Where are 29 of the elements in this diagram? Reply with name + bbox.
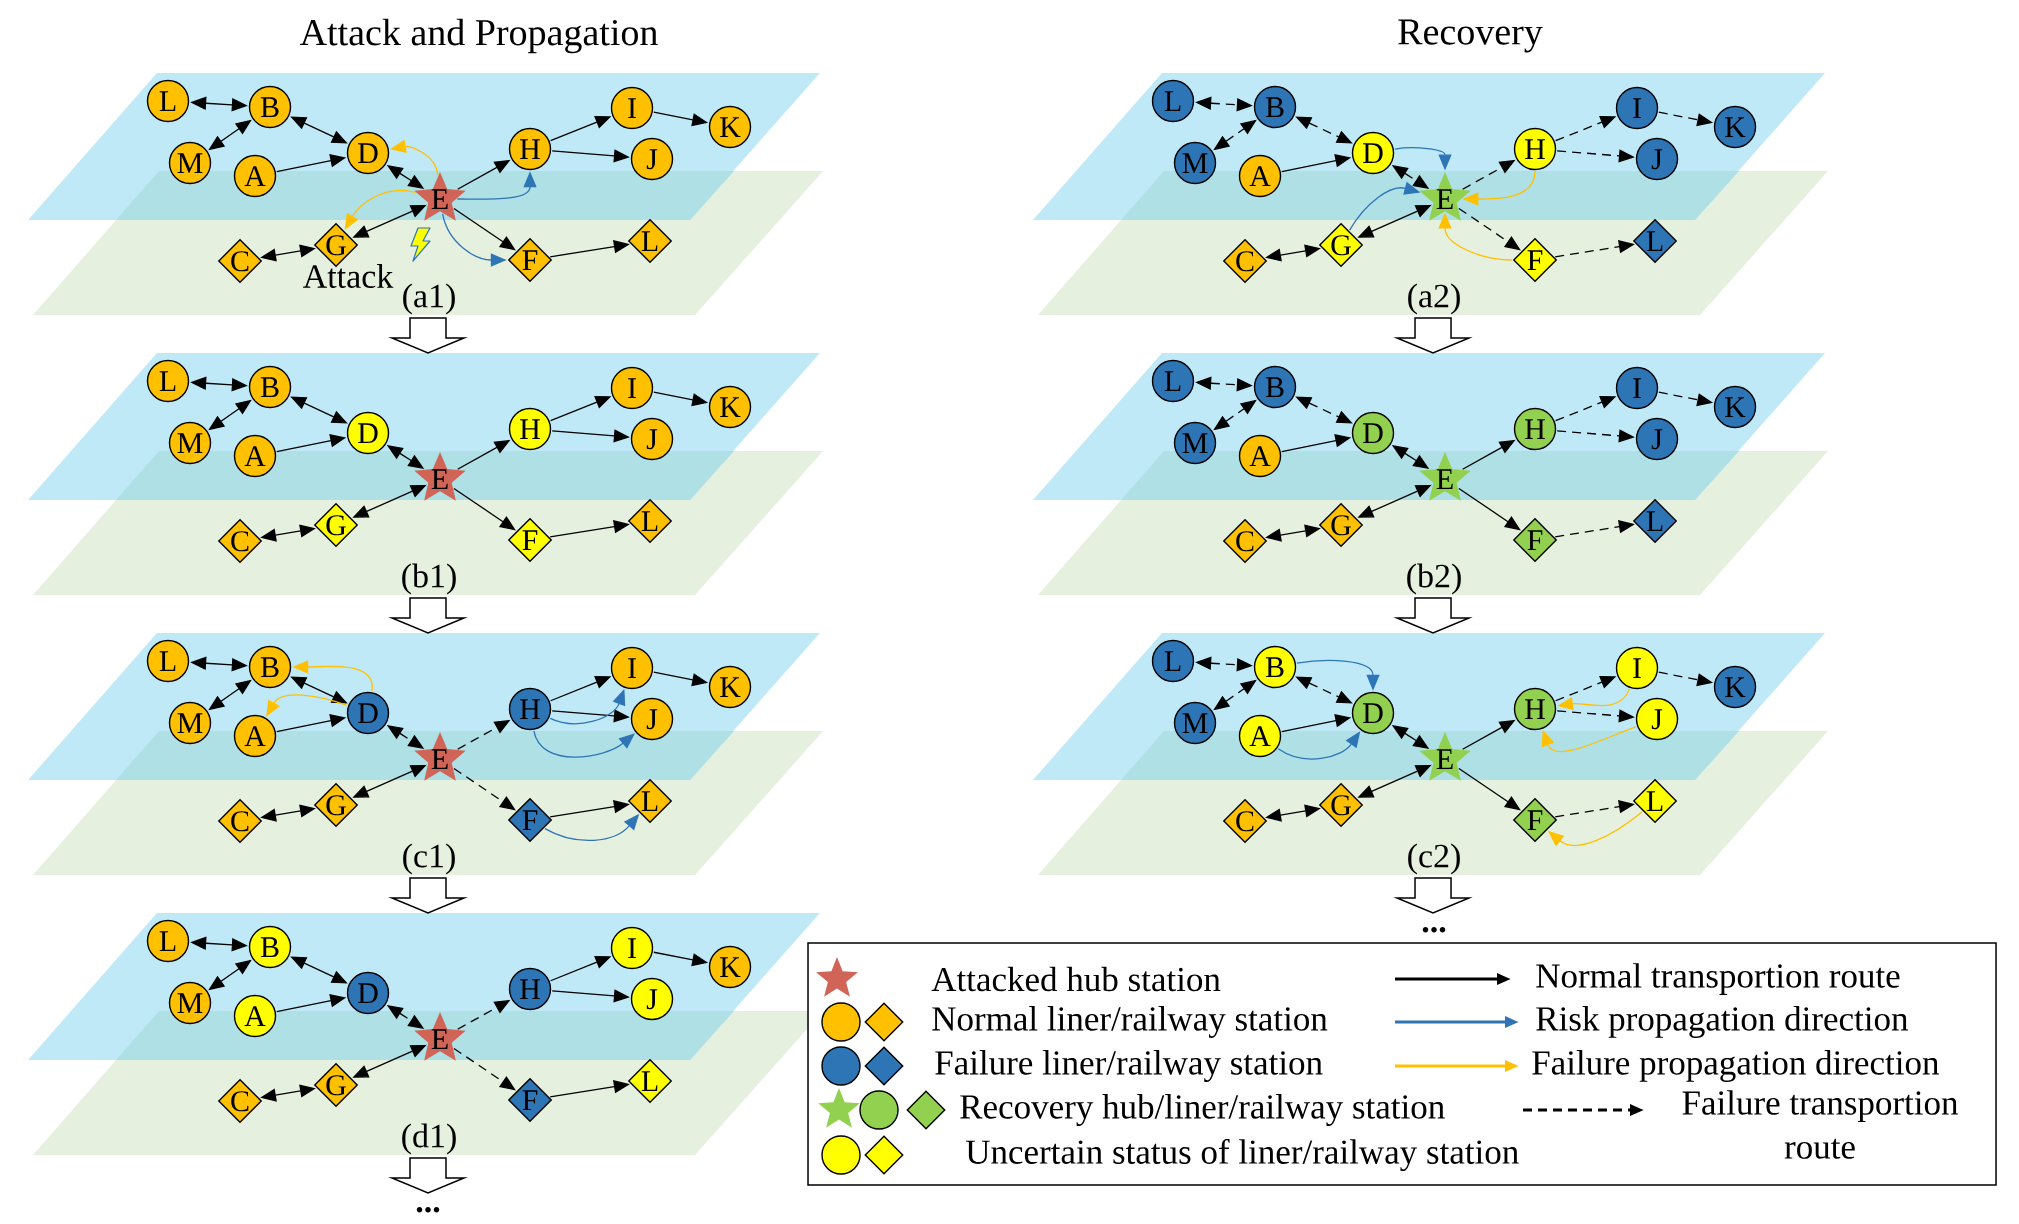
ellipsis: ... [416, 1207, 440, 1213]
panel-label: (a1) [403, 283, 455, 315]
panel-label: (d1) [402, 1123, 456, 1155]
dashed-arrow [1458, 207, 1521, 251]
legend-text: Failure liner/railway station [935, 1050, 1323, 1082]
panel-label: (b1) [402, 563, 456, 595]
panel-label: (c1) [403, 843, 455, 875]
panel-label: (a2) [1408, 283, 1460, 315]
curved-arrow [1541, 725, 1637, 753]
dashed-arrow [453, 1047, 516, 1091]
arrow [1458, 487, 1521, 531]
legend-text: Failure propagation direction [1532, 1050, 1939, 1082]
panel-label: (c2) [1408, 843, 1460, 875]
arrow [1458, 767, 1521, 811]
column-title: Attack and Propagation [300, 18, 658, 54]
legend-text: Risk propagation direction [1536, 1006, 1908, 1038]
legend-text: Failure transportion route [1682, 1090, 1958, 1159]
dashed-arrow [453, 767, 516, 811]
curved-arrow [533, 730, 635, 758]
arrow [453, 487, 516, 531]
column-title: Recovery [1398, 19, 1543, 53]
legend-text: Normal transportion route [1536, 963, 1900, 995]
panel-label: (b2) [1407, 563, 1461, 595]
legend-text: Attacked hub station [931, 966, 1221, 992]
legend-text: Normal liner/railway station [932, 1006, 1328, 1038]
legend-text: Recovery hub/liner/railway station [960, 1094, 1445, 1126]
arrow [453, 207, 516, 251]
legend-text: Uncertain status of liner/railway station [965, 1138, 1519, 1172]
ellipsis: ... [1422, 927, 1446, 933]
